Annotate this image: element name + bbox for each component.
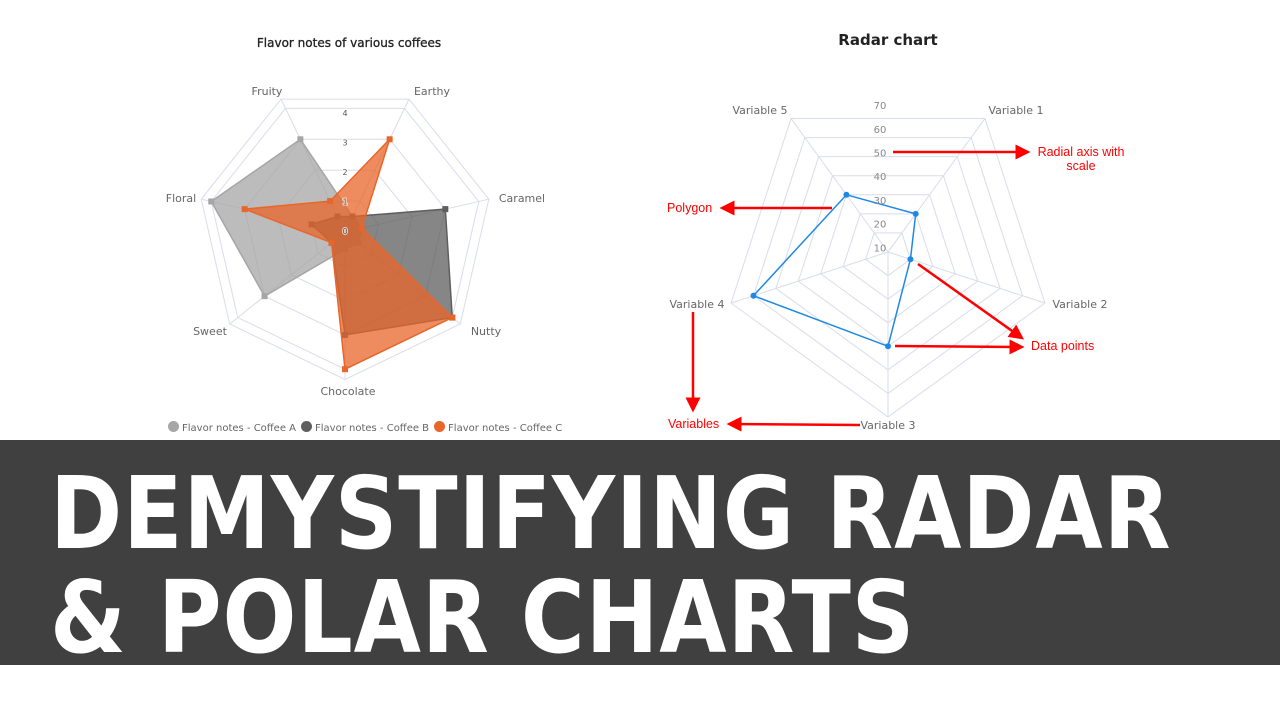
legend-label: Flavor notes - Coffee C	[448, 423, 563, 434]
category-label: Variable 5	[732, 104, 787, 117]
legend-item-coffee-b[interactable]: Flavor notes - Coffee B	[301, 421, 429, 434]
annotation-radial-axis: Radial axis with scale	[1037, 145, 1125, 173]
category-label: Variable 4	[669, 298, 724, 311]
radial-tick-label: 10	[874, 243, 887, 254]
data-point[interactable]	[208, 198, 215, 205]
grid-ring	[200, 98, 490, 381]
grid-spoke	[887, 118, 986, 253]
radial-tick-label: 20	[874, 220, 887, 231]
grid-ring	[775, 156, 1001, 371]
title-banner: DEMYSTIFYING RADAR & POLAR CHARTS	[0, 440, 1280, 676]
radial-tick-label: 4	[342, 109, 347, 118]
radar-chart-title: Radar chart	[838, 31, 938, 49]
data-point[interactable]	[907, 256, 914, 263]
data-point[interactable]	[750, 292, 757, 299]
legend-swatch-icon	[434, 421, 446, 432]
annotation-data-points: Data points	[1031, 339, 1095, 353]
category-label: Chocolate	[320, 385, 375, 398]
data-point[interactable]	[241, 206, 248, 213]
grid-ring	[842, 213, 934, 300]
annotation-variables: Variables	[668, 417, 720, 431]
grid-ring	[797, 175, 979, 347]
annotation-polygon: Polygon	[667, 201, 713, 215]
data-point[interactable]	[885, 343, 891, 350]
data-point[interactable]	[843, 191, 850, 198]
grid-ring	[752, 137, 1024, 395]
legend-swatch-icon	[301, 421, 313, 432]
coffee-chart-title: Flavor notes of various coffees	[256, 36, 442, 50]
coffee-chart-legend: Flavor notes - Coffee A Flavor notes - C…	[168, 421, 562, 434]
radial-tick-label: 3	[342, 139, 347, 148]
category-label: Earthy	[414, 85, 450, 98]
banner-title-line-1: DEMYSTIFYING RADAR	[50, 455, 1172, 572]
data-point[interactable]	[442, 206, 449, 213]
grid-spoke	[887, 251, 1046, 304]
grid-ring	[864, 232, 912, 277]
series-polygon-2	[244, 138, 454, 371]
variables-arrow	[726, 416, 861, 432]
grid-spoke	[790, 118, 889, 253]
radial-tick-label: 30	[874, 196, 887, 207]
data-point[interactable]	[449, 314, 456, 321]
legend-item-coffee-a[interactable]: Flavor notes - Coffee A	[168, 421, 296, 434]
radial-tick-label: 50	[874, 149, 887, 160]
radial-tick-label: 2	[342, 168, 347, 177]
annotation-arrows	[685, 144, 1031, 432]
category-label: Variable 1	[988, 104, 1043, 117]
radial-tick-label: 60	[874, 125, 887, 136]
radial-tick-label: 40	[874, 172, 887, 183]
data-point-arrow-1	[917, 262, 1025, 340]
category-label: Nutty	[471, 325, 502, 338]
data-point[interactable]	[358, 225, 365, 232]
radial-tick-label: 70	[874, 101, 887, 112]
data-point[interactable]	[327, 198, 334, 205]
category-label: Variable 2	[1052, 298, 1107, 311]
category-label: Sweet	[193, 325, 228, 338]
radial-tick-label: 0	[342, 227, 347, 236]
legend-label: Flavor notes - Coffee A	[182, 423, 297, 434]
radial-tick-label: 1	[342, 198, 347, 207]
data-point[interactable]	[912, 210, 919, 217]
data-point-arrow-2	[894, 339, 1025, 355]
data-point[interactable]	[328, 239, 335, 246]
series-polygon-0	[752, 193, 917, 348]
banner-title-line-2: & POLAR CHARTS	[50, 559, 916, 676]
category-label: Caramel	[499, 192, 545, 205]
legend-swatch-icon	[168, 421, 179, 432]
category-label: Variable 3	[860, 419, 915, 432]
grid-spoke	[730, 251, 889, 304]
data-point[interactable]	[386, 136, 393, 143]
grid-ring	[730, 118, 1046, 418]
data-point[interactable]	[341, 366, 348, 373]
data-point[interactable]	[261, 293, 268, 300]
generic-radar-chart: 10 20 30 40 50 60 70 Variable 1 Variable 2 Variab…	[669, 101, 1107, 432]
grid-ring	[820, 194, 956, 324]
legend-item-coffee-c[interactable]: Flavor notes - Coffee C	[434, 421, 562, 434]
category-label: Fruity	[252, 85, 283, 98]
category-label: Floral	[166, 192, 196, 205]
legend-label: Flavor notes - Coffee B	[315, 423, 430, 434]
data-point[interactable]	[297, 136, 304, 143]
